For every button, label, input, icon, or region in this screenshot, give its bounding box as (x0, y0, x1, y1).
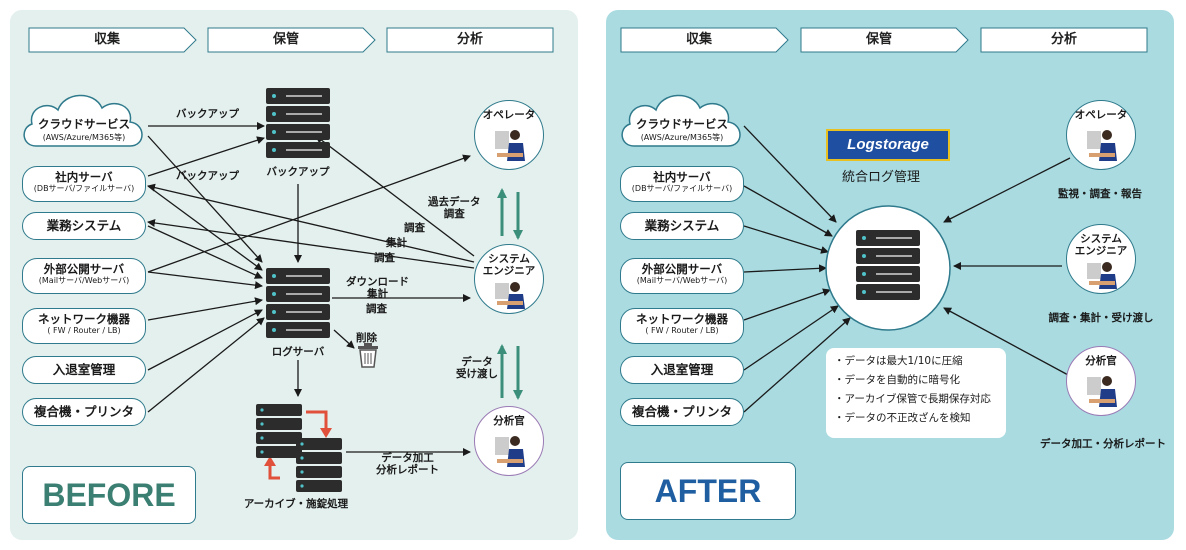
after-source-public-server-sub: (Mailサーバ/Webサーバ) (636, 276, 728, 285)
after-cloud-service-sub: (AWS/Azure/M365等) (640, 133, 724, 142)
after-step-analyze: 分析 (980, 27, 1150, 53)
after-badge: AFTER (620, 462, 796, 520)
log-server-icon (266, 268, 330, 338)
cloud-service-title: クラウドサービス (38, 117, 130, 131)
source-public-server-sub: (Mailサーバ/Webサーバ) (38, 276, 130, 285)
after-step-analyze-label: 分析 (1050, 32, 1077, 47)
after-role-operator-label: オペレータ (1074, 109, 1128, 121)
after-source-business-system-title: 業務システム (644, 218, 720, 233)
after-source-public-server: 外部公開サーバ (Mailサーバ/Webサーバ) (620, 258, 744, 294)
source-network-device-sub: ( FW / Router / LB) (47, 326, 121, 335)
role-operator: オペレータ (474, 100, 544, 170)
after-source-printer: 複合機・プリンタ (620, 398, 744, 426)
role-engineer-label: システム エンジニア (482, 253, 536, 277)
edge-backup-1: バックアップ (176, 108, 239, 120)
after-step-collect: 収集 (620, 27, 790, 53)
feature-item: ・データを自動的に暗号化 (834, 374, 960, 386)
cloud-service-sub: (AWS/Azure/M365等) (42, 133, 126, 142)
feature-list: ・データは最大1/10に圧縮 ・データを自動的に暗号化 ・アーカイブ保管で長期保… (826, 348, 1006, 438)
engineer-person-icon (495, 282, 525, 309)
role-analyst: 分析官 (474, 406, 544, 476)
after-source-network-device: ネットワーク機器 ( FW / Router / LB) (620, 308, 744, 344)
analyst-person-icon (495, 436, 525, 467)
after-cloud-service: クラウドサービス (AWS/Azure/M365等) (626, 118, 738, 144)
backup-server-label: バックアップ (266, 166, 330, 178)
backup-server-icon (266, 88, 330, 158)
edge-data-process: データ加工 分析レポート (376, 452, 439, 476)
after-source-network-device-title: ネットワーク機器 (636, 312, 728, 326)
after-role-analyst: 分析官 (1066, 346, 1136, 416)
source-internal-server: 社内サーバ (DBサーバ/ファイルサーバ) (22, 166, 146, 202)
after-cloud-service-title: クラウドサービス (636, 117, 728, 131)
integrated-server-icon (856, 230, 920, 300)
after-analyst-person-icon (1087, 376, 1117, 407)
after-step-store: 保管 (800, 27, 970, 53)
archive-server-icon (256, 404, 342, 492)
after-source-access-control: 入退室管理 (620, 356, 744, 384)
operator-person-icon (495, 130, 525, 161)
feature-item: ・データは最大1/10に圧縮 (834, 355, 963, 367)
after-role-engineer-label: システム エンジニア (1074, 233, 1128, 257)
after-engineer-person-icon (1087, 262, 1117, 289)
source-public-server: 外部公開サーバ (Mailサーバ/Webサーバ) (22, 258, 146, 294)
role-operator-label: オペレータ (482, 109, 536, 121)
after-step-collect-label: 収集 (685, 32, 712, 47)
trash-icon (358, 343, 378, 368)
after-source-business-system: 業務システム (620, 212, 744, 240)
feature-item: ・データの不正改ざんを検知 (834, 412, 971, 424)
source-network-device: ネットワーク機器 ( FW / Router / LB) (22, 308, 146, 344)
before-badge: BEFORE (22, 466, 196, 524)
after-source-internal-server: 社内サーバ (DBサーバ/ファイルサーバ) (620, 166, 744, 202)
after-cloud-icon (621, 94, 741, 147)
source-printer-title: 複合機・プリンタ (33, 404, 134, 419)
after-source-printer-title: 複合機・プリンタ (631, 404, 732, 419)
edge-survey-3: 調査 (366, 303, 387, 315)
after-source-public-server-title: 外部公開サーバ (641, 262, 723, 276)
step-analyze-label: 分析 (456, 32, 483, 47)
edge-past-data: 過去データ 調査 (428, 196, 481, 220)
after-role-engineer-caption: 調査・集計・受け渡し (1048, 312, 1154, 324)
source-public-server-title: 外部公開サーバ (43, 262, 125, 276)
source-printer: 複合機・プリンタ (22, 398, 146, 426)
after-role-engineer: システム エンジニア (1066, 224, 1136, 294)
step-analyze: 分析 (386, 27, 556, 53)
step-store: 保管 (207, 27, 377, 53)
role-analyst-label: 分析官 (493, 415, 525, 427)
feature-item: ・アーカイブ保管で長期保存対応 (834, 393, 991, 405)
cloud-icon (23, 94, 143, 147)
source-internal-server-title: 社内サーバ (55, 170, 113, 184)
after-source-access-control-title: 入退室管理 (650, 362, 714, 377)
edge-aggregate-1: 集計 (386, 237, 407, 249)
after-source-internal-server-title: 社内サーバ (653, 170, 711, 184)
source-network-device-title: ネットワーク機器 (38, 312, 130, 326)
after-operator-person-icon (1087, 130, 1117, 161)
after-role-analyst-label: 分析官 (1085, 355, 1117, 367)
delete-label: 削除 (356, 332, 377, 344)
source-access-control: 入退室管理 (22, 356, 146, 384)
step-collect: 収集 (28, 27, 198, 53)
after-step-store-label: 保管 (865, 32, 892, 47)
after-role-operator-caption: 監視・調査・報告 (1058, 188, 1142, 200)
cloud-service: クラウドサービス (AWS/Azure/M365等) (28, 118, 140, 144)
source-access-control-title: 入退室管理 (52, 362, 116, 377)
edge-download: ダウンロード 集計 (346, 276, 409, 300)
source-internal-server-sub: (DBサーバ/ファイルサーバ) (33, 184, 135, 193)
center-title: 統合ログ管理 (842, 170, 921, 185)
edge-backup-2: バックアップ (176, 170, 239, 182)
after-role-analyst-caption: データ加工・分析レポート (1040, 438, 1166, 450)
archive-label: アーカイブ・施錠処理 (243, 498, 349, 510)
step-collect-label: 収集 (93, 32, 120, 47)
step-store-label: 保管 (272, 32, 299, 47)
edge-survey-1: 調査 (404, 222, 425, 234)
after-role-operator: オペレータ (1066, 100, 1136, 170)
source-business-system: 業務システム (22, 212, 146, 240)
logstorage-logo: Logstorage (826, 129, 950, 161)
edge-data-handover: データ 受け渡し (456, 356, 498, 380)
source-business-system-title: 業務システム (46, 218, 122, 233)
edge-survey-2: 調査 (374, 252, 395, 264)
role-engineer: システム エンジニア (474, 244, 544, 314)
after-source-internal-server-sub: (DBサーバ/ファイルサーバ) (631, 184, 733, 193)
log-server-label: ログサーバ (271, 346, 325, 358)
after-source-network-device-sub: ( FW / Router / LB) (645, 326, 719, 335)
